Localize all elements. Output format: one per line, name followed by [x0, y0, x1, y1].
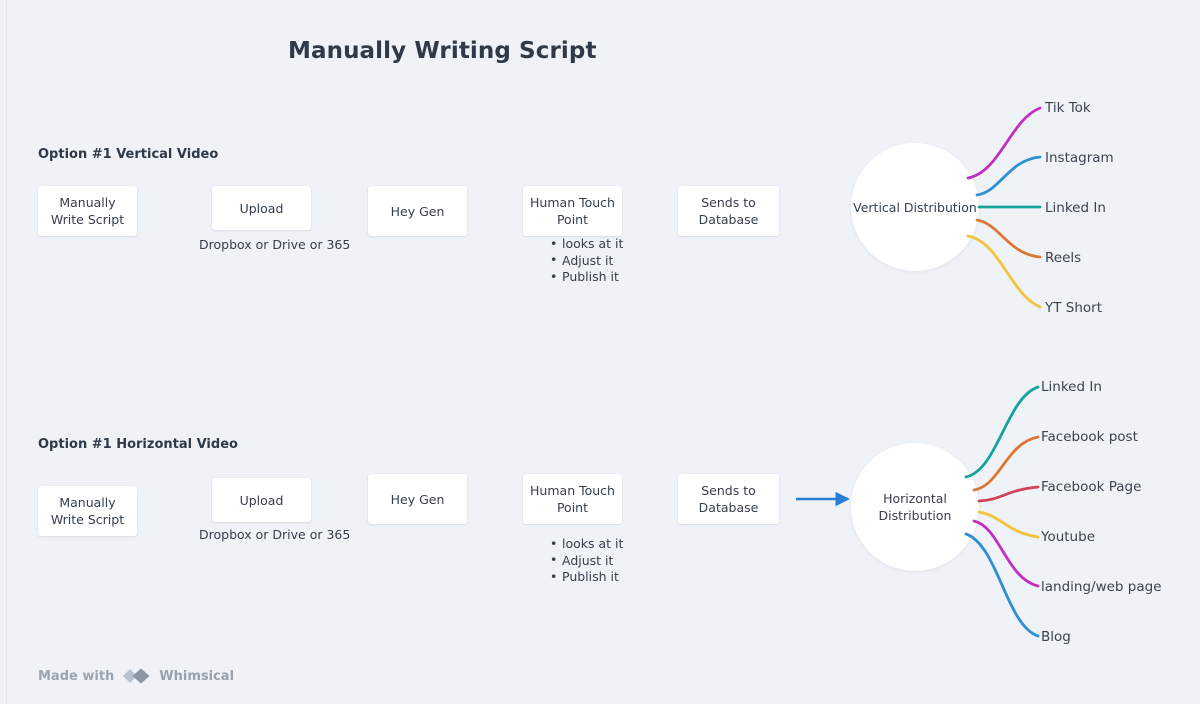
branch-label-linked-in-h[interactable]: Linked In — [1041, 379, 1102, 395]
bullet-item: looks at it — [550, 536, 623, 553]
node-manually-write-script-horizontal[interactable]: Manually Write Script — [38, 486, 137, 536]
section-label-vertical: Option #1 Vertical Video — [38, 147, 219, 162]
caption-upload-horizontal: Dropbox or Drive or 365 — [199, 527, 351, 542]
bullets-human-touch-point-vertical: looks at it Adjust it Publish it — [546, 236, 623, 286]
branch-label-landing-web-page[interactable]: landing/web page — [1041, 579, 1162, 595]
branch-label-facebook-page[interactable]: Facebook Page — [1041, 479, 1142, 495]
node-human-touch-point-horizontal[interactable]: Human Touch Point — [523, 474, 622, 524]
node-hey-gen-horizontal[interactable]: Hey Gen — [368, 474, 467, 524]
branch-label-blog[interactable]: Blog — [1041, 629, 1071, 645]
node-hey-gen-vertical[interactable]: Hey Gen — [368, 186, 467, 236]
bullet-item: looks at it — [550, 236, 623, 253]
branch-label-yt-short[interactable]: YT Short — [1045, 300, 1103, 316]
node-human-touch-point-vertical[interactable]: Human Touch Point — [523, 186, 622, 236]
bullet-item: Publish it — [550, 569, 623, 586]
hub-vertical-distribution[interactable]: Vertical Distribution — [851, 143, 979, 271]
page-edge-line — [6, 0, 7, 704]
watermark-prefix: Made with — [38, 668, 115, 684]
bullet-item: Publish it — [550, 269, 623, 286]
branch-label-facebook-post[interactable]: Facebook post — [1041, 429, 1138, 445]
hub-horizontal-distribution[interactable]: Horizontal Distribution — [851, 443, 979, 571]
whimsical-diamond-icon — [121, 667, 152, 685]
watermark: Made with Whimsical — [38, 667, 234, 685]
caption-upload-vertical: Dropbox or Drive or 365 — [199, 237, 351, 252]
branch-label-tik-tok[interactable]: Tik Tok — [1045, 100, 1091, 116]
branch-label-linked-in[interactable]: Linked In — [1045, 200, 1106, 216]
bullet-item: Adjust it — [550, 252, 623, 270]
node-manually-write-script-vertical[interactable]: Manually Write Script — [38, 186, 137, 236]
branch-label-reels[interactable]: Reels — [1045, 250, 1082, 266]
watermark-brand: Whimsical — [159, 668, 235, 684]
bullet-item: Adjust it — [550, 552, 623, 570]
node-upload-vertical[interactable]: Upload — [212, 186, 311, 230]
node-sends-to-database-vertical[interactable]: Sends to Database — [678, 186, 779, 236]
bullets-human-touch-point-horizontal: looks at it Adjust it Publish it — [546, 536, 623, 586]
page-title: Manually Writing Script — [288, 38, 597, 64]
section-label-horizontal: Option #1 Horizontal Video — [38, 437, 238, 452]
branch-label-instagram[interactable]: Instagram — [1045, 150, 1114, 166]
branch-label-youtube[interactable]: Youtube — [1041, 529, 1095, 545]
node-upload-horizontal[interactable]: Upload — [212, 478, 311, 522]
node-sends-to-database-horizontal[interactable]: Sends to Database — [678, 474, 779, 524]
